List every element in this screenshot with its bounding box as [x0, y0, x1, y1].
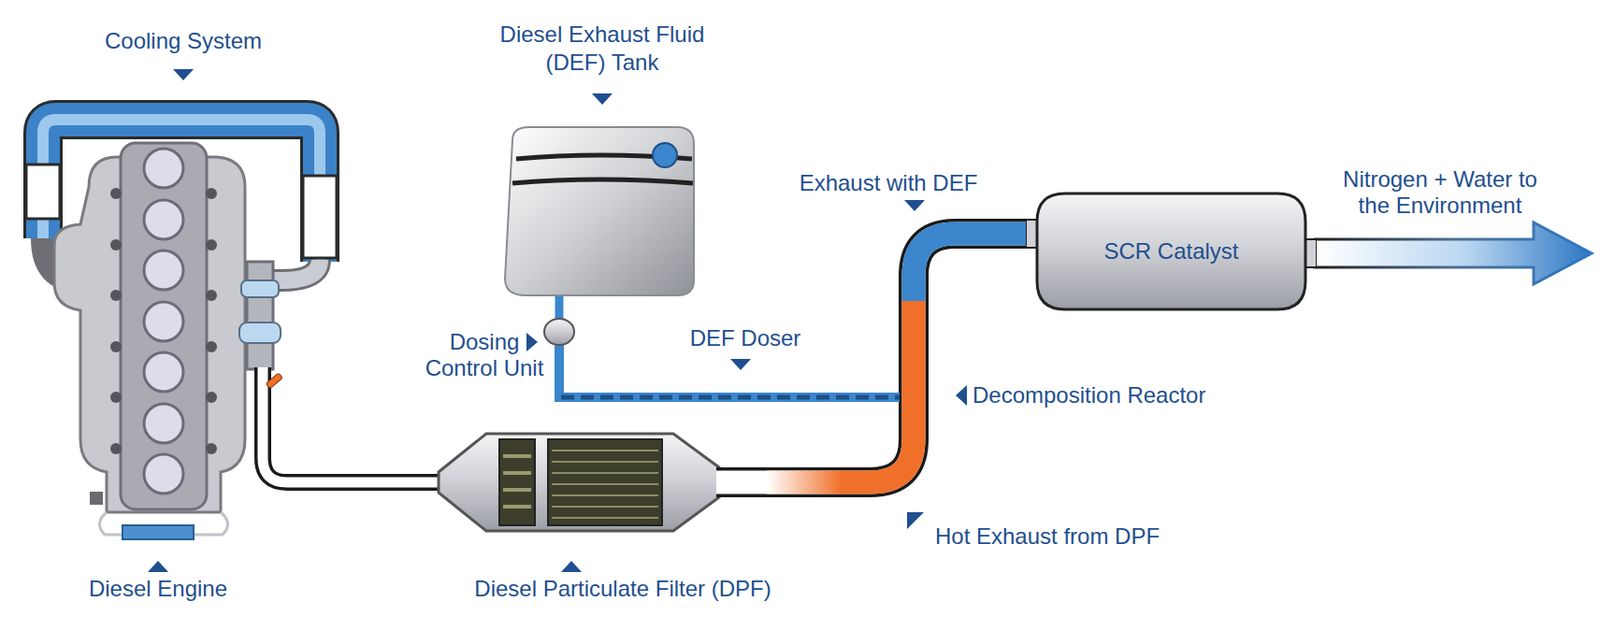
pointers	[147, 69, 967, 573]
part-label: DEF Doser	[690, 325, 802, 352]
stripe	[551, 472, 659, 475]
pointer-triangle	[526, 332, 538, 352]
stripe	[551, 517, 659, 519]
tank-strap	[512, 179, 693, 184]
dpf-housing	[438, 433, 720, 532]
bolt	[205, 187, 217, 200]
tank-cap	[652, 143, 678, 168]
component-label: SCR Catalyst	[1103, 238, 1239, 265]
pointer-triangle	[904, 200, 925, 212]
def-feed-line	[555, 295, 564, 320]
dpf-filter-lines	[551, 450, 659, 519]
engine-sensor	[89, 491, 103, 505]
exhaust-with-def-pipe	[913, 233, 1033, 302]
bolt	[110, 187, 122, 200]
manifold-ring	[239, 322, 281, 344]
bolt	[110, 443, 122, 455]
cooling-hose	[26, 164, 60, 219]
pointer-triangle	[147, 561, 169, 573]
stripe	[503, 504, 532, 509]
cylinder	[144, 302, 184, 342]
stripe	[551, 449, 659, 452]
stripe	[503, 454, 532, 459]
cylinder	[144, 403, 184, 444]
cylinders	[144, 148, 184, 494]
exhaust-manifold	[246, 261, 274, 370]
dpf-block	[499, 439, 535, 526]
cylinder	[144, 250, 184, 290]
catalyst-body	[1037, 193, 1306, 310]
flow-label: Exhaust with DEF	[799, 170, 979, 197]
bolt	[205, 289, 217, 302]
pointer-triangle	[561, 561, 582, 573]
bolt	[110, 391, 122, 404]
flow-label: Nitrogen + Water to the Environment	[1340, 166, 1540, 219]
part-label: Diesel Exhaust Fluid (DEF) Tank	[485, 20, 720, 77]
dosing-control-unit	[544, 318, 575, 346]
cylinder-head	[120, 143, 207, 510]
bolt	[205, 391, 217, 404]
cylinder	[144, 200, 184, 240]
part-label: Diesel Engine	[88, 576, 228, 603]
pointer-triangle	[955, 385, 967, 406]
pointer-triangle	[907, 512, 924, 530]
cylinder	[144, 148, 184, 188]
part-label: Dosing Control Unit	[418, 329, 550, 382]
def-doser-line	[559, 344, 900, 398]
bolts	[110, 187, 217, 455]
bolt	[205, 443, 217, 455]
stripe	[503, 471, 532, 476]
output-arrow	[1314, 222, 1592, 285]
pointer-triangle	[591, 93, 613, 105]
exhaust-pipe	[716, 233, 1033, 483]
exhaust-pipe-outline	[262, 367, 445, 483]
stripe	[551, 494, 659, 497]
bolt	[110, 341, 122, 353]
bolt	[205, 341, 217, 353]
part-label: Cooling System	[104, 28, 262, 55]
bolt	[205, 239, 217, 251]
def-tank	[504, 127, 694, 296]
pointer-triangle	[172, 69, 194, 81]
dpf-stripes	[503, 456, 532, 507]
stripe	[551, 505, 659, 508]
engine-block	[54, 157, 246, 513]
oil-pan	[122, 525, 194, 540]
exhaust-pipe	[262, 367, 445, 483]
stripe	[551, 461, 659, 463]
def-doser-dashes	[561, 395, 900, 401]
bolt	[110, 289, 122, 302]
flow-label: Hot Exhaust from DPF	[935, 523, 1160, 550]
scr-catalyst: SCR Catalyst	[1025, 191, 1317, 312]
cylinder	[144, 352, 184, 392]
part-label: Decomposition Reactor	[972, 382, 1206, 409]
stripe	[551, 483, 659, 486]
bolt	[110, 239, 122, 251]
manifold-ring	[241, 280, 279, 298]
pointer-triangle	[730, 359, 751, 371]
stripe	[503, 488, 532, 492]
cylinder	[144, 454, 184, 494]
cooling-hose	[302, 175, 337, 259]
dpf-filter-block	[547, 439, 663, 526]
exhaust-sensor	[265, 373, 283, 390]
exhaust-pipe-outline	[716, 233, 1033, 483]
part-label: Diesel Particulate Filter (DPF)	[474, 576, 771, 603]
